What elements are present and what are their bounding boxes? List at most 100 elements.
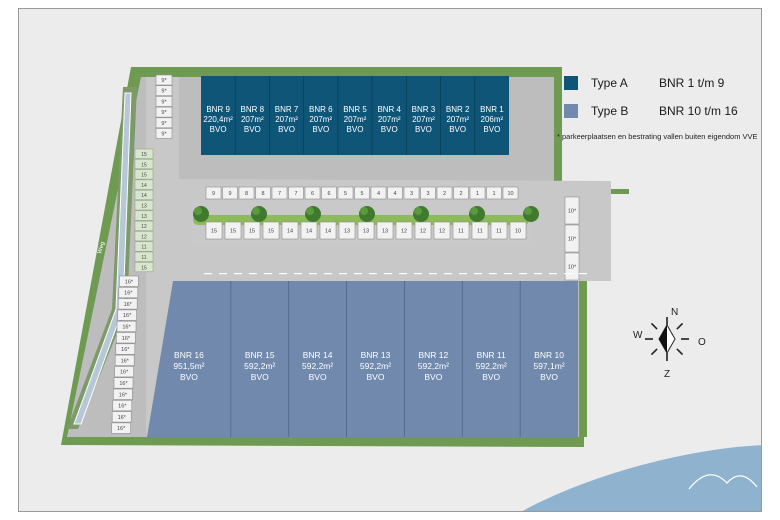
parking-spot-label: 9*	[161, 110, 167, 116]
parking-spot-label: 9	[228, 191, 231, 197]
parking-spot-label: 4	[377, 191, 380, 197]
unit-bvo: BVO	[366, 372, 385, 382]
parking-spot	[114, 366, 134, 378]
parking-spot-label: 8	[261, 191, 264, 197]
parking-spot	[509, 221, 527, 240]
parking-spot-label: 11	[458, 229, 464, 235]
tree-highlight	[360, 207, 368, 215]
type-b-block	[147, 281, 578, 437]
parking-spot-label: 16*	[118, 404, 127, 410]
parking-spot	[433, 221, 451, 240]
unit-name: BNR 13	[360, 350, 391, 360]
parking-spot-label: 14	[141, 193, 147, 199]
parking-spot	[155, 85, 173, 96]
parking-spot-label: 15	[230, 229, 236, 235]
unit-area: 207m²	[377, 115, 401, 124]
unit-area: 951,5m²	[173, 361, 205, 371]
legend-range-label: BNR 10 t/m 16	[659, 104, 738, 118]
parking-spot-label: 15	[141, 162, 147, 168]
parking-spot-label: 13	[344, 229, 350, 235]
unit-name: BNR 15	[244, 350, 275, 360]
compass-tick	[650, 322, 658, 330]
parking-spot-label: 9*	[161, 121, 167, 127]
parking-spot	[453, 186, 469, 200]
parking-spot	[114, 354, 135, 366]
unit-name: BNR 14	[302, 350, 333, 360]
road-marking	[444, 273, 452, 275]
parking-spot-label: 1	[476, 191, 479, 197]
parking-spot	[113, 377, 134, 389]
parking-spot-label: 13	[382, 229, 388, 235]
unit-area: 597,1m²	[533, 361, 565, 371]
road-marking	[279, 273, 287, 275]
road-marking	[339, 273, 347, 275]
parking-spot-label: 10*	[568, 209, 577, 215]
parking-spot	[304, 186, 321, 200]
parking-spot-label: 12	[439, 229, 445, 235]
road-marking	[309, 273, 317, 275]
parking-spot-label: 5	[360, 191, 363, 197]
unit-area: 592,2m²	[244, 361, 276, 371]
compass-needle-dark	[659, 325, 667, 353]
parking-spot	[115, 343, 136, 355]
unit-name: BNR 3	[411, 105, 436, 114]
parking-spot	[502, 186, 519, 200]
parking-spot	[403, 186, 420, 200]
parking-spot	[134, 169, 154, 180]
parking-spot	[134, 189, 154, 200]
parking-spot	[112, 399, 133, 412]
road-marking	[504, 273, 512, 275]
road-marking	[549, 273, 557, 275]
parking-spot-label: 12	[141, 224, 147, 230]
parking-spot-label: 8	[245, 191, 248, 197]
road-marking	[459, 273, 467, 275]
unit-area: 207m²	[275, 115, 298, 124]
road-marking	[534, 273, 542, 275]
unit-bvo: BVO	[308, 372, 327, 382]
parking-spot	[205, 221, 223, 240]
road-marking	[369, 273, 377, 275]
unit-area: 592,2m²	[417, 361, 449, 371]
parking-spot	[117, 309, 137, 321]
parking-spot	[288, 186, 304, 200]
road-marking	[354, 273, 362, 275]
unit-bvo: BVO	[243, 125, 261, 134]
road-marking	[324, 273, 332, 275]
unit-area: 206m²	[480, 115, 504, 124]
ownership-note: * parkeerplaatsen en bestrating vallen b…	[557, 132, 758, 141]
parking-spot	[370, 186, 387, 200]
road-marking	[429, 273, 437, 275]
parking-spot	[155, 128, 173, 139]
unit-name: BNR 10	[534, 350, 564, 360]
compass-tick	[676, 348, 684, 356]
unit-bvo: BVO	[449, 125, 467, 134]
road-marking	[414, 273, 422, 275]
parking-spot-label: 9	[212, 191, 215, 197]
parking-spot-label: 3	[426, 191, 429, 197]
parking-spot-label: 1	[492, 191, 495, 197]
unit-bvo: BVO	[312, 125, 330, 134]
unit-bvo: BVO	[278, 125, 295, 134]
parking-spot	[134, 148, 154, 159]
parking-spot	[469, 186, 486, 200]
unit-area: 592,2m²	[302, 361, 334, 371]
unit-bvo: BVO	[483, 125, 501, 134]
parking-spot-label: 11	[141, 245, 146, 251]
parking-spot	[387, 186, 403, 200]
compass-tick	[676, 322, 684, 330]
road-marking	[489, 273, 497, 275]
parking-spot-label: 16*	[122, 324, 131, 330]
parking-spot	[357, 221, 375, 240]
parking-spot-label: 10	[515, 229, 521, 235]
road-marking	[399, 273, 407, 275]
road-marking	[519, 273, 527, 275]
parking-spot-label: 10	[507, 191, 513, 197]
unit-bvo: BVO	[250, 372, 269, 382]
parking-spot-label: 15	[141, 265, 147, 271]
parking-spot-label: 16*	[124, 291, 133, 297]
